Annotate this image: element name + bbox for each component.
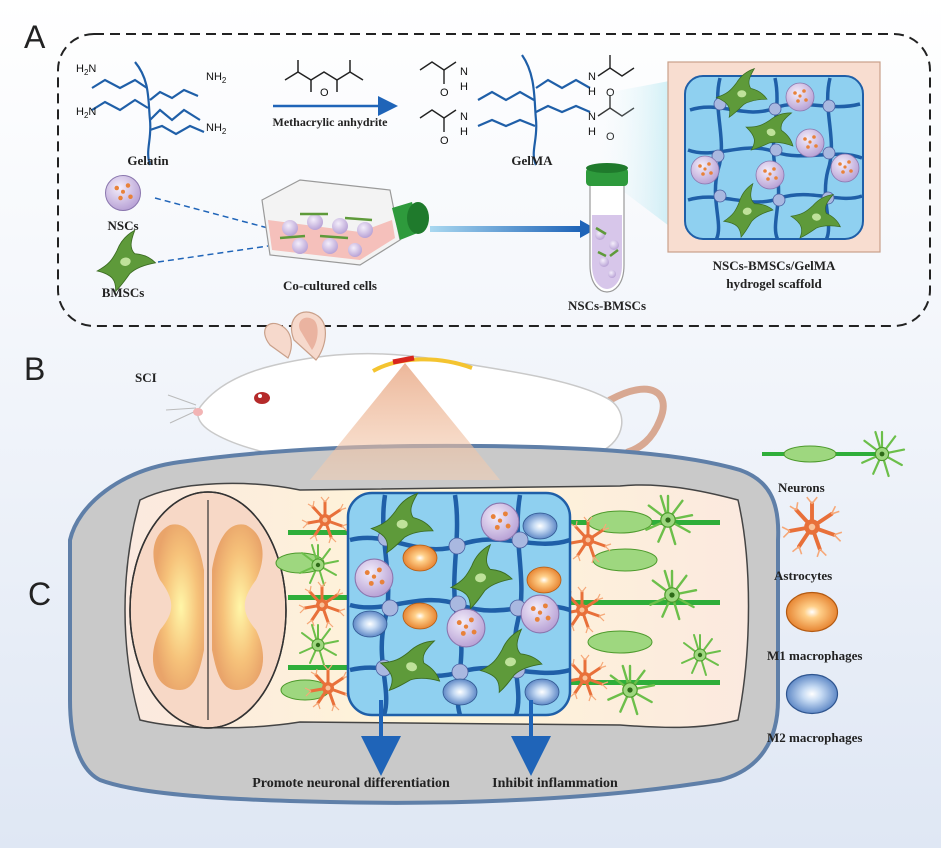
nscs-label: NSCs: [107, 218, 138, 233]
culture-flask: [261, 179, 429, 266]
legend-neurons: Neurons: [762, 430, 906, 495]
gelma-label: GelMA: [511, 153, 553, 168]
legend: Neurons Astrocytes M1 macrophages M2 mac…: [762, 430, 906, 745]
anhydride-structure: [284, 60, 364, 92]
bmsc-dash: [157, 245, 269, 263]
whiskers: [165, 394, 197, 424]
bmscs-label: BMSCs: [102, 285, 145, 300]
legend-astrocytes: Astrocytes: [774, 495, 844, 583]
panel-a-letter: A: [24, 19, 46, 55]
tube-label: NSCs-BMSCs: [568, 298, 646, 313]
tube-arrow-head: [580, 220, 596, 238]
svg-text:O: O: [440, 135, 449, 147]
spine-marker: [372, 357, 473, 373]
panel-a-frame: [57, 33, 931, 327]
panel-a: A H2N NH2 H2N NH2 Gelatin O Methacrylic …: [24, 19, 931, 327]
injury-marker: [392, 355, 415, 365]
svg-text:H: H: [460, 126, 468, 138]
gelma-atoms: O O N H N H N H N H O O: [440, 66, 615, 147]
hydrogel-implant: [346, 491, 572, 717]
panel-b-letter: B: [24, 351, 45, 387]
svg-text:N: N: [460, 111, 468, 123]
rat-nose: [193, 408, 203, 416]
gelatin-structure: [91, 61, 205, 166]
legend-astrocytes-label: Astrocytes: [774, 568, 832, 583]
svg-text:O: O: [440, 87, 449, 99]
svg-text:H2N: H2N: [76, 63, 96, 77]
svg-text:NH2: NH2: [206, 71, 227, 85]
rat-eye: [254, 392, 270, 404]
gelatin-amines: H2N NH2 H2N NH2: [76, 63, 227, 136]
nsc-cell: [104, 174, 142, 212]
test-tube: [586, 163, 628, 293]
scaffold-label-line2: hydrogel scaffold: [726, 276, 822, 291]
scaffold-box: [667, 61, 881, 253]
tube-arrow-shaft: [430, 226, 580, 232]
scaffold-label-line1: NSCs-BMSCs/GelMA: [713, 258, 836, 273]
panel-c-letter: C: [28, 576, 51, 612]
coculture-label: Co-cultured cells: [283, 278, 377, 293]
panel-c: C: [28, 363, 781, 805]
svg-text:H: H: [460, 81, 468, 93]
rat-tail: [606, 385, 667, 456]
gelma-structure: [477, 54, 591, 166]
svg-text:H2N: H2N: [76, 106, 96, 120]
bmsc-cell: [90, 227, 160, 295]
svg-text:NH2: NH2: [206, 122, 227, 136]
rat-ear-back: [264, 322, 292, 359]
reagent-label: Methacrylic anhydrite: [273, 115, 389, 129]
zoom-beam-a: [595, 78, 685, 238]
inhibit-label: Inhibit inflammation: [492, 776, 618, 791]
legend-m2: M2 macrophages: [767, 673, 862, 745]
svg-text:N: N: [588, 111, 596, 123]
svg-text:N: N: [588, 71, 596, 83]
legend-m2-label: M2 macrophages: [767, 730, 862, 745]
nsc-dash: [154, 197, 269, 229]
legend-neurons-label: Neurons: [778, 480, 825, 495]
svg-text:H: H: [588, 86, 596, 98]
svg-text:H: H: [588, 126, 596, 138]
right-cells: [557, 494, 721, 716]
left-cells: [275, 495, 353, 713]
svg-text:N: N: [460, 66, 468, 78]
zoom-cone: [310, 363, 500, 480]
legend-m1: M1 macrophages: [767, 591, 862, 663]
sci-label: SCI: [135, 370, 157, 385]
cord-cross-section: [129, 491, 287, 729]
legend-m1-label: M1 macrophages: [767, 648, 862, 663]
gelatin-label: Gelatin: [127, 153, 169, 168]
promote-label: Promote neuronal differentiation: [252, 776, 450, 791]
anhydride-oxygen: O: [320, 87, 329, 99]
